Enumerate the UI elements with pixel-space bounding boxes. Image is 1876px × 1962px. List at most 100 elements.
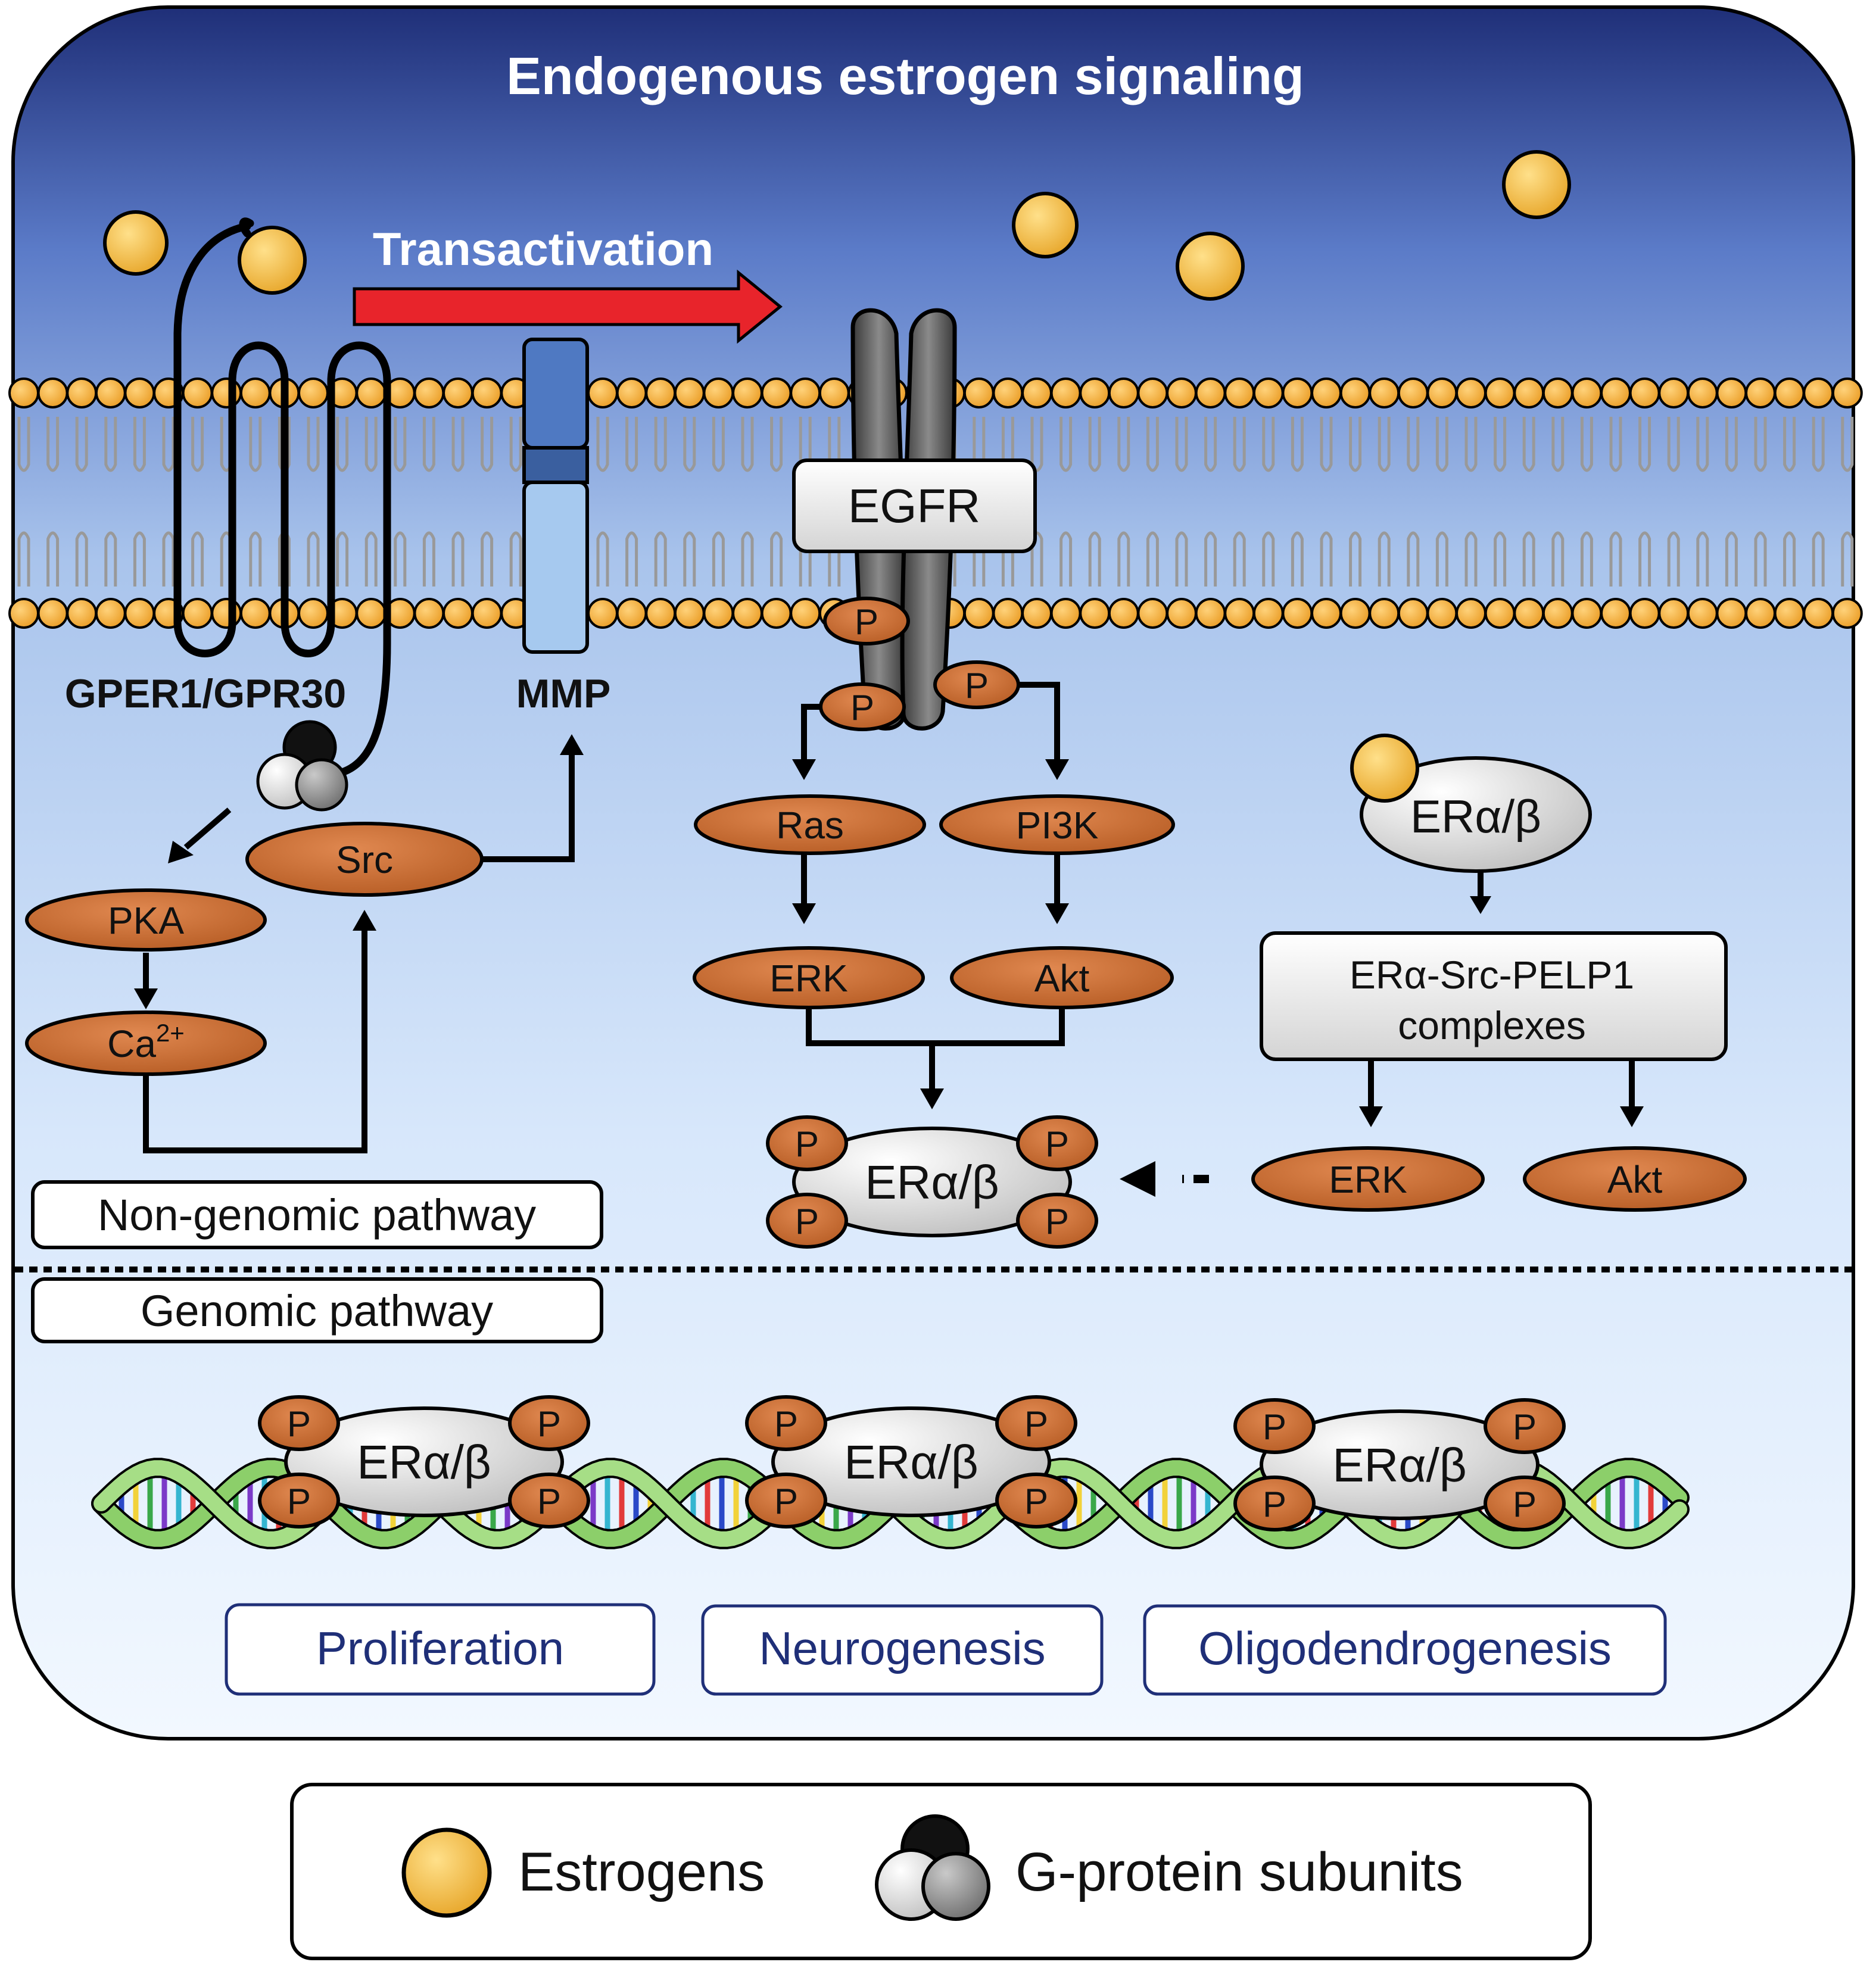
egfr-label-box: [792, 458, 1037, 553]
lipid-head: [66, 378, 98, 408]
lipid-head: [1542, 378, 1573, 408]
lipid-head: [1195, 378, 1226, 408]
phospho-site: P: [1484, 1398, 1566, 1454]
phospho-site: P: [508, 1395, 590, 1451]
lipid-head: [674, 598, 705, 629]
lipid-tail: [481, 417, 494, 587]
egfr-phospho-sites: P P P: [819, 597, 1020, 731]
phospho-site: P: [258, 1395, 340, 1451]
phospho-site: P: [508, 1473, 590, 1529]
lipid-head: [1137, 598, 1168, 629]
lipid-head: [1831, 598, 1863, 629]
er-body: [771, 1406, 1051, 1517]
lipid-head: [1079, 598, 1111, 629]
lipid-tail: [1812, 417, 1825, 587]
lipid-head: [963, 378, 995, 408]
phospho-label: P: [1045, 1202, 1069, 1242]
lipid-head: [703, 378, 734, 408]
lipid-tail: [1667, 417, 1680, 587]
lipid-head: [1629, 378, 1660, 408]
lipid-head: [790, 598, 821, 629]
estrogen-molecule: [1176, 232, 1245, 301]
lipid-head: [95, 598, 126, 629]
phospho-site: P: [745, 1473, 827, 1529]
transactivation-arrow: [353, 269, 783, 344]
lipid-head: [1571, 378, 1603, 408]
lipid-tail: [307, 417, 320, 587]
lipid-tail: [104, 417, 117, 587]
pka-label: PKA: [108, 899, 184, 942]
phospho-label: P: [795, 1124, 819, 1164]
phospho-site: P: [258, 1473, 340, 1529]
lipid-head: [1224, 598, 1255, 629]
transactivation-label: Transactivation: [373, 223, 713, 275]
lipid-tail: [741, 417, 754, 587]
er-label: ERα/β: [844, 1436, 978, 1489]
phospho-label: P: [850, 688, 874, 728]
phospho-label: P: [1024, 1404, 1048, 1444]
outcome-proliferation: Proliferation: [225, 1603, 656, 1696]
kinase-nodes: Ras PI3K ERK Akt PKA Ca2+ Src ERK: [25, 794, 1747, 1212]
lipid-head: [587, 378, 618, 408]
lipid-head: [703, 598, 734, 629]
lipid-tail: [133, 417, 146, 587]
lipid-tail: [1696, 417, 1709, 587]
phospho-label: P: [1513, 1407, 1537, 1447]
lipid-head: [992, 378, 1024, 408]
lipid-head: [1108, 378, 1139, 408]
lipid-head: [471, 598, 503, 629]
lipid-tail: [683, 417, 696, 587]
phospho-label: P: [774, 1481, 798, 1521]
lipid-head: [1426, 378, 1458, 408]
lipid-head: [442, 598, 473, 629]
erk-node: ERK: [693, 946, 925, 1009]
lipid-head: [1803, 598, 1834, 629]
lipid-head: [1600, 598, 1631, 629]
calcium-label: Ca2+: [107, 1019, 185, 1065]
lipid-head: [413, 378, 445, 408]
pi3k-node: PI3K: [939, 794, 1175, 855]
phospho-site: P: [766, 1115, 848, 1171]
phospho-label: P: [795, 1202, 819, 1242]
phospho-label: P: [287, 1481, 311, 1521]
lipid-tail: [1146, 417, 1159, 587]
mmp-protein: [522, 338, 589, 654]
lipid-tail: [1783, 417, 1796, 587]
lipid-head: [645, 598, 677, 629]
lipid-head: [239, 598, 271, 629]
lipid-head: [1369, 598, 1400, 629]
lipid-tail: [1117, 417, 1130, 587]
mmp-label: MMP: [516, 671, 611, 716]
lipid-tail: [191, 417, 204, 587]
phospho-label: P: [537, 1481, 561, 1521]
er-body: [284, 1406, 564, 1517]
lipid-head: [1166, 378, 1197, 408]
lipid-head: [1571, 598, 1603, 629]
lipid-head: [356, 378, 387, 408]
lipid-head: [1484, 598, 1516, 629]
pka-node: PKA: [25, 888, 267, 952]
estrogen-molecule: [1012, 192, 1079, 258]
outcome-oligodendrogenesis-label: Oligodendrogenesis: [1198, 1622, 1612, 1674]
lipid-head: [790, 378, 821, 408]
complex-akt-node: Akt: [1523, 1146, 1747, 1212]
src-label: Src: [336, 838, 393, 881]
lipid-tail: [336, 417, 349, 587]
lipid-tail: [1638, 417, 1651, 587]
calcium-superscript: 2+: [156, 1019, 185, 1047]
lipid-head: [1600, 378, 1631, 408]
lipid-tail: [394, 417, 407, 587]
lipid-head: [818, 378, 850, 408]
lipid-head: [761, 378, 792, 408]
phospho-site: P: [1484, 1476, 1566, 1531]
er-body: [792, 1127, 1072, 1237]
lipid-head: [1021, 598, 1052, 629]
diagram-title: Endogenous estrogen signaling: [506, 46, 1304, 105]
arrowheads: [134, 734, 1644, 1197]
lipid-tail: [364, 417, 378, 587]
lipid-head: [66, 598, 98, 629]
lipid-head: [1166, 598, 1197, 629]
lipid-head: [1542, 598, 1573, 629]
phospho-site: P: [1233, 1398, 1316, 1454]
